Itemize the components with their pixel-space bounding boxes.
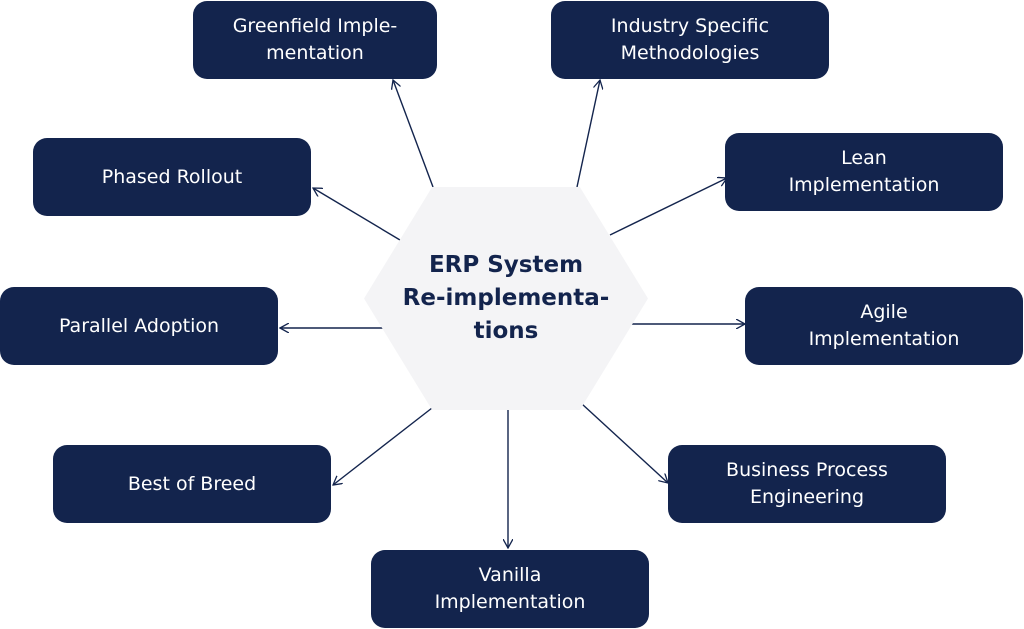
node-industry-specific: Industry Specific Methodologies	[551, 1, 829, 79]
arrow-best-of-breed	[333, 407, 433, 485]
node-business-process: Business Process Engineering	[668, 445, 946, 523]
arrow-industry	[576, 80, 600, 188]
arrow-lean	[609, 178, 727, 236]
node-parallel-adoption: Parallel Adoption	[0, 287, 278, 365]
node-vanilla: Vanilla Implementation	[371, 550, 649, 628]
node-phased-rollout: Phased Rollout	[33, 138, 311, 216]
arrow-business-process	[581, 403, 668, 483]
center-title: ERP System Re-implementa- tions	[402, 252, 610, 344]
arrow-greenfield	[393, 80, 434, 188]
center-hexagon: ERP System Re-implementa- tions	[364, 187, 648, 410]
arrow-phased	[313, 188, 401, 241]
node-best-of-breed: Best of Breed	[53, 445, 331, 523]
node-greenfield: Greenfield Imple- mentation	[193, 1, 437, 79]
node-agile: Agile Implementation	[745, 287, 1023, 365]
node-lean: Lean Implementation	[725, 133, 1003, 211]
